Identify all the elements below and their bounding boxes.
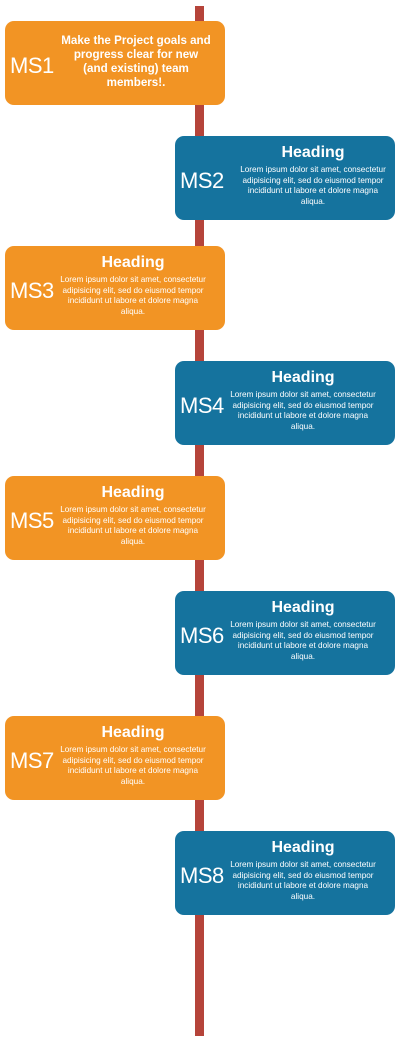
milestone-heading: Heading (101, 484, 165, 501)
milestone-label: MS5 (10, 508, 54, 533)
milestone-4: MS4 Heading Lorem ipsum dolor sit amet, … (175, 361, 395, 445)
milestone-content: Heading Lorem ipsum dolor sit amet, cons… (229, 369, 377, 432)
milestone-content: Heading Lorem ipsum dolor sit amet, cons… (59, 254, 207, 317)
milestone-heading: Heading (101, 724, 165, 741)
milestone-label: MS8 (180, 863, 224, 888)
milestone-7: MS7 Heading Lorem ipsum dolor sit amet, … (5, 716, 225, 800)
milestone-content: Heading Lorem ipsum dolor sit amet, cons… (59, 724, 207, 787)
milestone-description: Lorem ipsum dolor sit amet, consectetur … (230, 860, 376, 901)
milestone-description: Lorem ipsum dolor sit amet, consectetur … (240, 165, 386, 206)
milestone-label: MS6 (180, 623, 224, 648)
milestone-content: Heading Lorem ipsum dolor sit amet, cons… (59, 484, 207, 547)
milestone-description: Lorem ipsum dolor sit amet, consectetur … (230, 620, 376, 661)
milestone-heading: Heading (271, 599, 335, 616)
milestone-label: MS7 (10, 748, 54, 773)
milestone-content: Heading Lorem ipsum dolor sit amet, cons… (237, 144, 389, 207)
milestone-content: Heading Lorem ipsum dolor sit amet, cons… (229, 599, 377, 662)
milestone-content: Heading Lorem ipsum dolor sit amet, cons… (229, 839, 377, 902)
milestone-3: MS3 Heading Lorem ipsum dolor sit amet, … (5, 246, 225, 330)
milestone-description: Lorem ipsum dolor sit amet, consectetur … (60, 505, 206, 546)
milestone-6: MS6 Heading Lorem ipsum dolor sit amet, … (175, 591, 395, 675)
milestone-heading: Heading (101, 254, 165, 271)
milestone-5: MS5 Heading Lorem ipsum dolor sit amet, … (5, 476, 225, 560)
milestone-description: Lorem ipsum dolor sit amet, consectetur … (60, 745, 206, 786)
milestone-heading: Heading (271, 839, 335, 856)
milestone-content: Make the Project goals and progress clea… (60, 34, 212, 90)
milestone-8: MS8 Heading Lorem ipsum dolor sit amet, … (175, 831, 395, 915)
milestone-label: MS4 (180, 393, 224, 418)
milestone-description: Lorem ipsum dolor sit amet, consectetur … (230, 390, 376, 431)
milestone-label: MS2 (180, 168, 224, 193)
milestone-description: Make the Project goals and progress clea… (61, 34, 211, 89)
milestone-description: Lorem ipsum dolor sit amet, consectetur … (60, 275, 206, 316)
milestone-2: MS2 Heading Lorem ipsum dolor sit amet, … (175, 136, 395, 220)
milestone-heading: Heading (281, 144, 345, 161)
milestone-1: MS1 Make the Project goals and progress … (5, 21, 225, 105)
milestone-label: MS1 (10, 53, 54, 78)
milestone-label: MS3 (10, 278, 54, 303)
milestone-heading: Heading (271, 369, 335, 386)
